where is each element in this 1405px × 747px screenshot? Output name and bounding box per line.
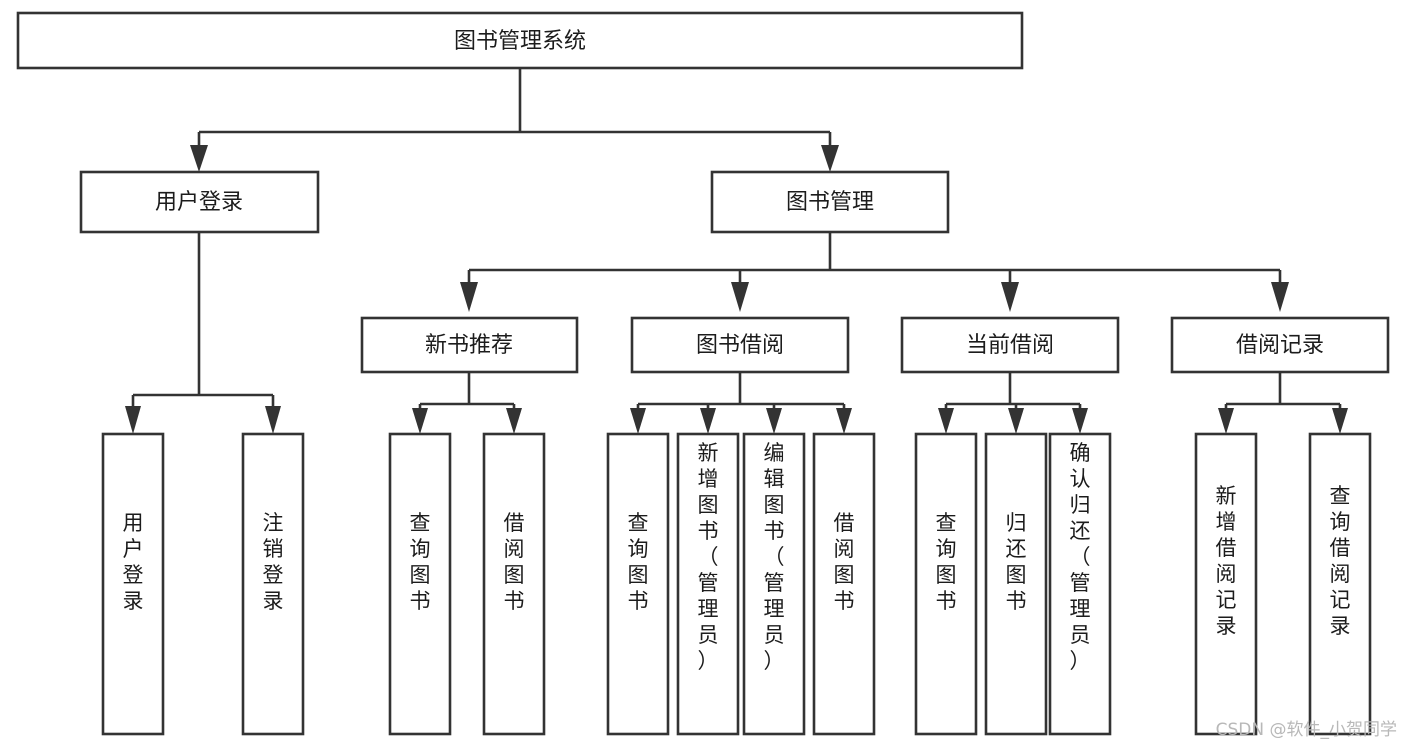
node-leaf-borrow-book-2-box[interactable] <box>812 432 876 736</box>
node-new-book-rec[interactable]: 新书推荐 <box>360 316 579 374</box>
arrow-head-user-login <box>190 145 208 172</box>
arrow-head-leaf-add-book <box>700 408 716 434</box>
node-leaf-query-book-1-box[interactable] <box>388 432 452 736</box>
arrow-head-borrow-record <box>1271 282 1289 312</box>
node-leaf-borrow-book-2-label: 借阅图书 <box>834 511 855 613</box>
connector-group-root <box>190 68 839 172</box>
node-leaf-add-book-box[interactable] <box>676 432 740 736</box>
node-leaf-user-logout-label: 注销登录 <box>263 511 284 613</box>
node-leaf-query-record-box[interactable] <box>1308 432 1372 736</box>
arrow-head-leaf-edit-book <box>766 408 782 434</box>
node-user-login-label: 用户登录 <box>155 190 243 215</box>
node-leaf-add-record-box[interactable] <box>1194 432 1258 736</box>
node-leaf-user-login[interactable]: 用户登录 <box>101 432 165 736</box>
node-leaf-return-book-box[interactable] <box>984 432 1048 736</box>
arrow-head-leaf-return-book <box>1008 408 1024 434</box>
node-leaf-add-book[interactable]: 新增图书（管理员） <box>676 432 740 736</box>
node-new-book-rec-label: 新书推荐 <box>425 333 513 358</box>
node-leaf-add-book-label: 新增图书（管理员） <box>698 441 719 673</box>
node-current-borrow-box[interactable] <box>900 316 1120 374</box>
node-book-manage-box[interactable] <box>710 170 950 234</box>
connector-group-book-borrow <box>630 372 852 434</box>
arrow-head-leaf-query-record <box>1332 408 1348 434</box>
node-leaf-query-book-2-label: 查询图书 <box>628 511 649 613</box>
arrow-head-leaf-borrow-book-1 <box>506 408 522 434</box>
arrow-head-leaf-borrow-book-2 <box>836 408 852 434</box>
node-leaf-add-record-label: 新增借阅记录 <box>1216 484 1237 638</box>
arrow-head-book-borrow <box>731 282 749 312</box>
node-leaf-return-book-label: 归还图书 <box>1006 511 1027 613</box>
arrow-head-leaf-confirm-return <box>1072 408 1088 434</box>
arrow-head-leaf-query-book-2 <box>630 408 646 434</box>
node-leaf-edit-book[interactable]: 编辑图书（管理员） <box>742 432 806 736</box>
node-borrow-record[interactable]: 借阅记录 <box>1170 316 1390 374</box>
node-leaf-query-book-3-box[interactable] <box>914 432 978 736</box>
node-leaf-borrow-book-1-box[interactable] <box>482 432 546 736</box>
arrow-head-leaf-user-logout <box>265 406 281 434</box>
node-leaf-query-book-1[interactable]: 查询图书 <box>388 432 452 736</box>
arrow-head-leaf-user-login <box>125 406 141 434</box>
node-current-borrow-label: 当前借阅 <box>966 333 1054 358</box>
node-leaf-query-book-2-box[interactable] <box>606 432 670 736</box>
node-leaf-borrow-book-1[interactable]: 借阅图书 <box>482 432 546 736</box>
node-leaf-user-logout-box[interactable] <box>241 432 305 736</box>
connector-group-current-borrow <box>938 372 1088 434</box>
node-leaf-confirm-return[interactable]: 确认归还（管理员） <box>1048 432 1112 736</box>
node-leaf-user-logout[interactable]: 注销登录 <box>241 432 305 736</box>
node-book-borrow-label: 图书借阅 <box>696 333 784 358</box>
node-leaf-query-book-3[interactable]: 查询图书 <box>914 432 978 736</box>
node-leaf-query-book-3-label: 查询图书 <box>936 511 957 613</box>
node-book-manage[interactable]: 图书管理 <box>710 170 950 234</box>
node-root-box[interactable] <box>16 11 1024 70</box>
node-book-borrow-box[interactable] <box>630 316 850 374</box>
node-leaf-user-login-label: 用户登录 <box>123 511 144 613</box>
arrow-head-leaf-query-book-3 <box>938 408 954 434</box>
node-leaf-borrow-book-1-label: 借阅图书 <box>504 511 525 613</box>
arrow-head-leaf-add-record <box>1218 408 1234 434</box>
arrow-head-leaf-query-book-1 <box>412 408 428 434</box>
node-root[interactable]: 图书管理系统 <box>16 11 1024 70</box>
arrow-head-new-book-rec <box>460 282 478 312</box>
node-user-login-box[interactable] <box>79 170 320 234</box>
node-book-manage-label: 图书管理 <box>786 190 874 215</box>
node-leaf-query-record-label: 查询借阅记录 <box>1330 484 1351 638</box>
node-leaf-confirm-return-box[interactable] <box>1048 432 1112 736</box>
node-leaf-query-book-2[interactable]: 查询图书 <box>606 432 670 736</box>
node-current-borrow[interactable]: 当前借阅 <box>900 316 1120 374</box>
watermark-label: CSDN @软件_小贺同学 <box>1216 720 1397 740</box>
node-user-login[interactable]: 用户登录 <box>79 170 320 234</box>
node-leaf-query-book-1-label: 查询图书 <box>410 511 431 613</box>
connector-group-user-login <box>125 232 281 434</box>
node-borrow-record-label: 借阅记录 <box>1236 333 1324 358</box>
node-leaf-edit-book-box[interactable] <box>742 432 806 736</box>
node-leaf-edit-book-label: 编辑图书（管理员） <box>764 441 785 673</box>
arrow-head-book-manage <box>821 145 839 172</box>
node-leaf-user-login-box[interactable] <box>101 432 165 736</box>
node-leaf-query-record[interactable]: 查询借阅记录 <box>1308 432 1372 736</box>
connector-group-new-book-rec <box>412 372 522 434</box>
node-leaf-add-record[interactable]: 新增借阅记录 <box>1194 432 1258 736</box>
node-leaf-return-book[interactable]: 归还图书 <box>984 432 1048 736</box>
node-leaf-borrow-book-2[interactable]: 借阅图书 <box>812 432 876 736</box>
node-book-borrow[interactable]: 图书借阅 <box>630 316 850 374</box>
connector-group-book-manage <box>460 232 1289 312</box>
node-borrow-record-box[interactable] <box>1170 316 1390 374</box>
arrow-head-current-borrow <box>1001 282 1019 312</box>
node-new-book-rec-box[interactable] <box>360 316 579 374</box>
connector-group-borrow-record <box>1218 372 1348 434</box>
node-root-label: 图书管理系统 <box>454 29 586 54</box>
node-leaf-confirm-return-label: 确认归还（管理员） <box>1070 441 1091 673</box>
